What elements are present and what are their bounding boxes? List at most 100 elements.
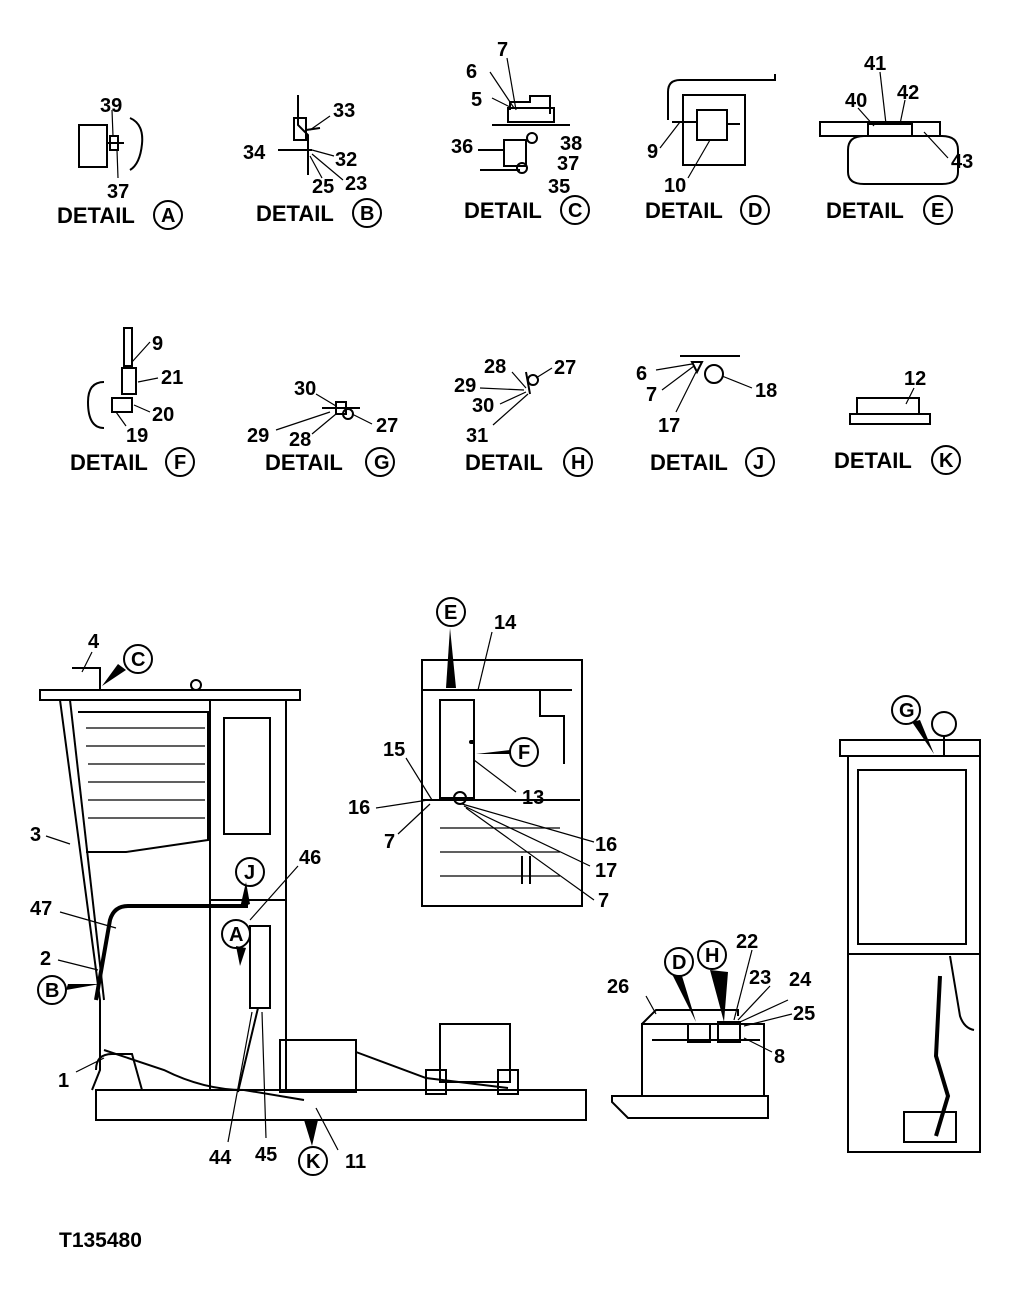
- marker-letter: G: [899, 700, 915, 722]
- marker-letter: K: [306, 1151, 321, 1173]
- callout-label: 6: [636, 363, 647, 385]
- detail-letter: K: [939, 450, 954, 472]
- callout-label: 20: [152, 404, 174, 426]
- callout-label: 33: [333, 100, 355, 122]
- detail-label: DETAIL: [464, 198, 542, 223]
- detail-label: DETAIL: [70, 450, 148, 475]
- callout-label: 23: [345, 173, 367, 195]
- main-view-cab-left: 4 3 47 2 1 46 44 45 11 C J A B K: [30, 631, 587, 1176]
- side-view-cab: G: [839, 695, 981, 1153]
- callout-label: 16: [595, 834, 617, 856]
- callout-label: 19: [126, 425, 148, 447]
- callout-label: 17: [595, 860, 617, 882]
- callout-label: 42: [897, 82, 919, 104]
- callout-label: 3: [30, 824, 41, 846]
- callout-label: 17: [658, 415, 680, 437]
- callout-label: 2: [40, 948, 51, 970]
- callout-label: 27: [376, 415, 398, 437]
- callout-label: 4: [88, 631, 100, 653]
- detail-label: DETAIL: [265, 450, 343, 475]
- callout-label: 6: [466, 61, 477, 83]
- figure-code: T135480: [59, 1229, 142, 1252]
- detail-h-view: 28 27 29 30 31 DETAIL H: [454, 356, 593, 477]
- callout-label: 8: [774, 1046, 785, 1068]
- callout-label: 1: [58, 1070, 69, 1092]
- callout-label: 44: [209, 1147, 232, 1169]
- detail-label: DETAIL: [645, 198, 723, 223]
- callout-label: 7: [646, 384, 657, 406]
- callout-label: 30: [472, 395, 494, 417]
- callout-label: 7: [598, 890, 609, 912]
- callout-label: 5: [471, 89, 482, 111]
- detail-label: DETAIL: [465, 450, 543, 475]
- detail-letter: J: [753, 452, 764, 474]
- detail-letter: D: [748, 200, 762, 222]
- callout-label: 39: [100, 95, 122, 117]
- callout-label: 30: [294, 378, 316, 400]
- callout-label: 7: [384, 831, 395, 853]
- detail-a-view: 39 37 DETAIL A: [57, 95, 183, 230]
- callout-label: 10: [664, 175, 686, 197]
- callout-label: 29: [247, 425, 269, 447]
- callout-label: 28: [484, 356, 506, 378]
- detail-letter: F: [174, 452, 186, 474]
- detail-label: DETAIL: [834, 448, 912, 473]
- callout-label: 22: [736, 931, 758, 953]
- callout-label: 21: [161, 367, 183, 389]
- callout-label: 11: [345, 1151, 366, 1173]
- callout-label: 23: [749, 967, 771, 989]
- detail-letter: C: [568, 200, 582, 222]
- callout-label: 12: [904, 368, 926, 390]
- detail-e-view: 41 40 42 43 DETAIL E: [819, 53, 973, 225]
- callout-label: 38: [560, 133, 582, 155]
- callout-label: 34: [243, 142, 266, 164]
- callout-label: 47: [30, 898, 52, 920]
- callout-label: 9: [647, 141, 658, 163]
- callout-label: 26: [607, 976, 629, 998]
- callout-label: 45: [255, 1144, 277, 1166]
- detail-label: DETAIL: [256, 201, 334, 226]
- tank-view: 26 22 23 24 25 8 D H: [607, 931, 815, 1119]
- marker-letter: B: [45, 980, 59, 1002]
- detail-d-view: 9 10 DETAIL D: [645, 74, 776, 225]
- callout-label: 32: [335, 149, 357, 171]
- callout-label: 13: [522, 787, 544, 809]
- callout-label: 31: [466, 425, 488, 447]
- callout-label: 29: [454, 375, 476, 397]
- detail-letter: G: [374, 452, 390, 474]
- detail-label: DETAIL: [826, 198, 904, 223]
- callout-label: 7: [497, 39, 508, 61]
- callout-label: 25: [793, 1003, 815, 1025]
- callout-label: 36: [451, 136, 473, 158]
- detail-letter: B: [360, 203, 374, 225]
- callout-label: 18: [755, 380, 777, 402]
- detail-j-view: 6 7 18 17 DETAIL J: [636, 355, 777, 477]
- marker-letter: H: [705, 945, 719, 967]
- marker-letter: C: [131, 649, 145, 671]
- callout-label: 27: [554, 357, 576, 379]
- callout-label: 46: [299, 847, 321, 869]
- marker-letter: A: [229, 924, 243, 946]
- callout-label: 16: [348, 797, 370, 819]
- marker-letter: J: [244, 862, 255, 884]
- callout-label: 25: [312, 176, 334, 198]
- marker-letter: E: [444, 602, 457, 624]
- callout-label: 41: [864, 53, 886, 75]
- detail-k-view: 12 DETAIL K: [834, 368, 961, 475]
- detail-b-view: 33 34 32 25 23 DETAIL B: [243, 95, 382, 228]
- rear-view-cab: 14 15 16 7 13 16 17 7 E F: [348, 597, 617, 912]
- detail-label: DETAIL: [650, 450, 728, 475]
- callout-label: 37: [107, 181, 129, 203]
- callout-label: 14: [494, 612, 517, 634]
- detail-letter: E: [931, 200, 944, 222]
- callout-label: 24: [789, 969, 812, 991]
- callout-label: 43: [951, 151, 973, 173]
- callout-label: 9: [152, 333, 163, 355]
- callout-label: 40: [845, 90, 867, 112]
- detail-label: DETAIL: [57, 203, 135, 228]
- callout-label: 35: [548, 176, 570, 198]
- marker-letter: D: [672, 952, 686, 974]
- marker-letter: F: [518, 742, 530, 764]
- callout-label: 15: [383, 739, 405, 761]
